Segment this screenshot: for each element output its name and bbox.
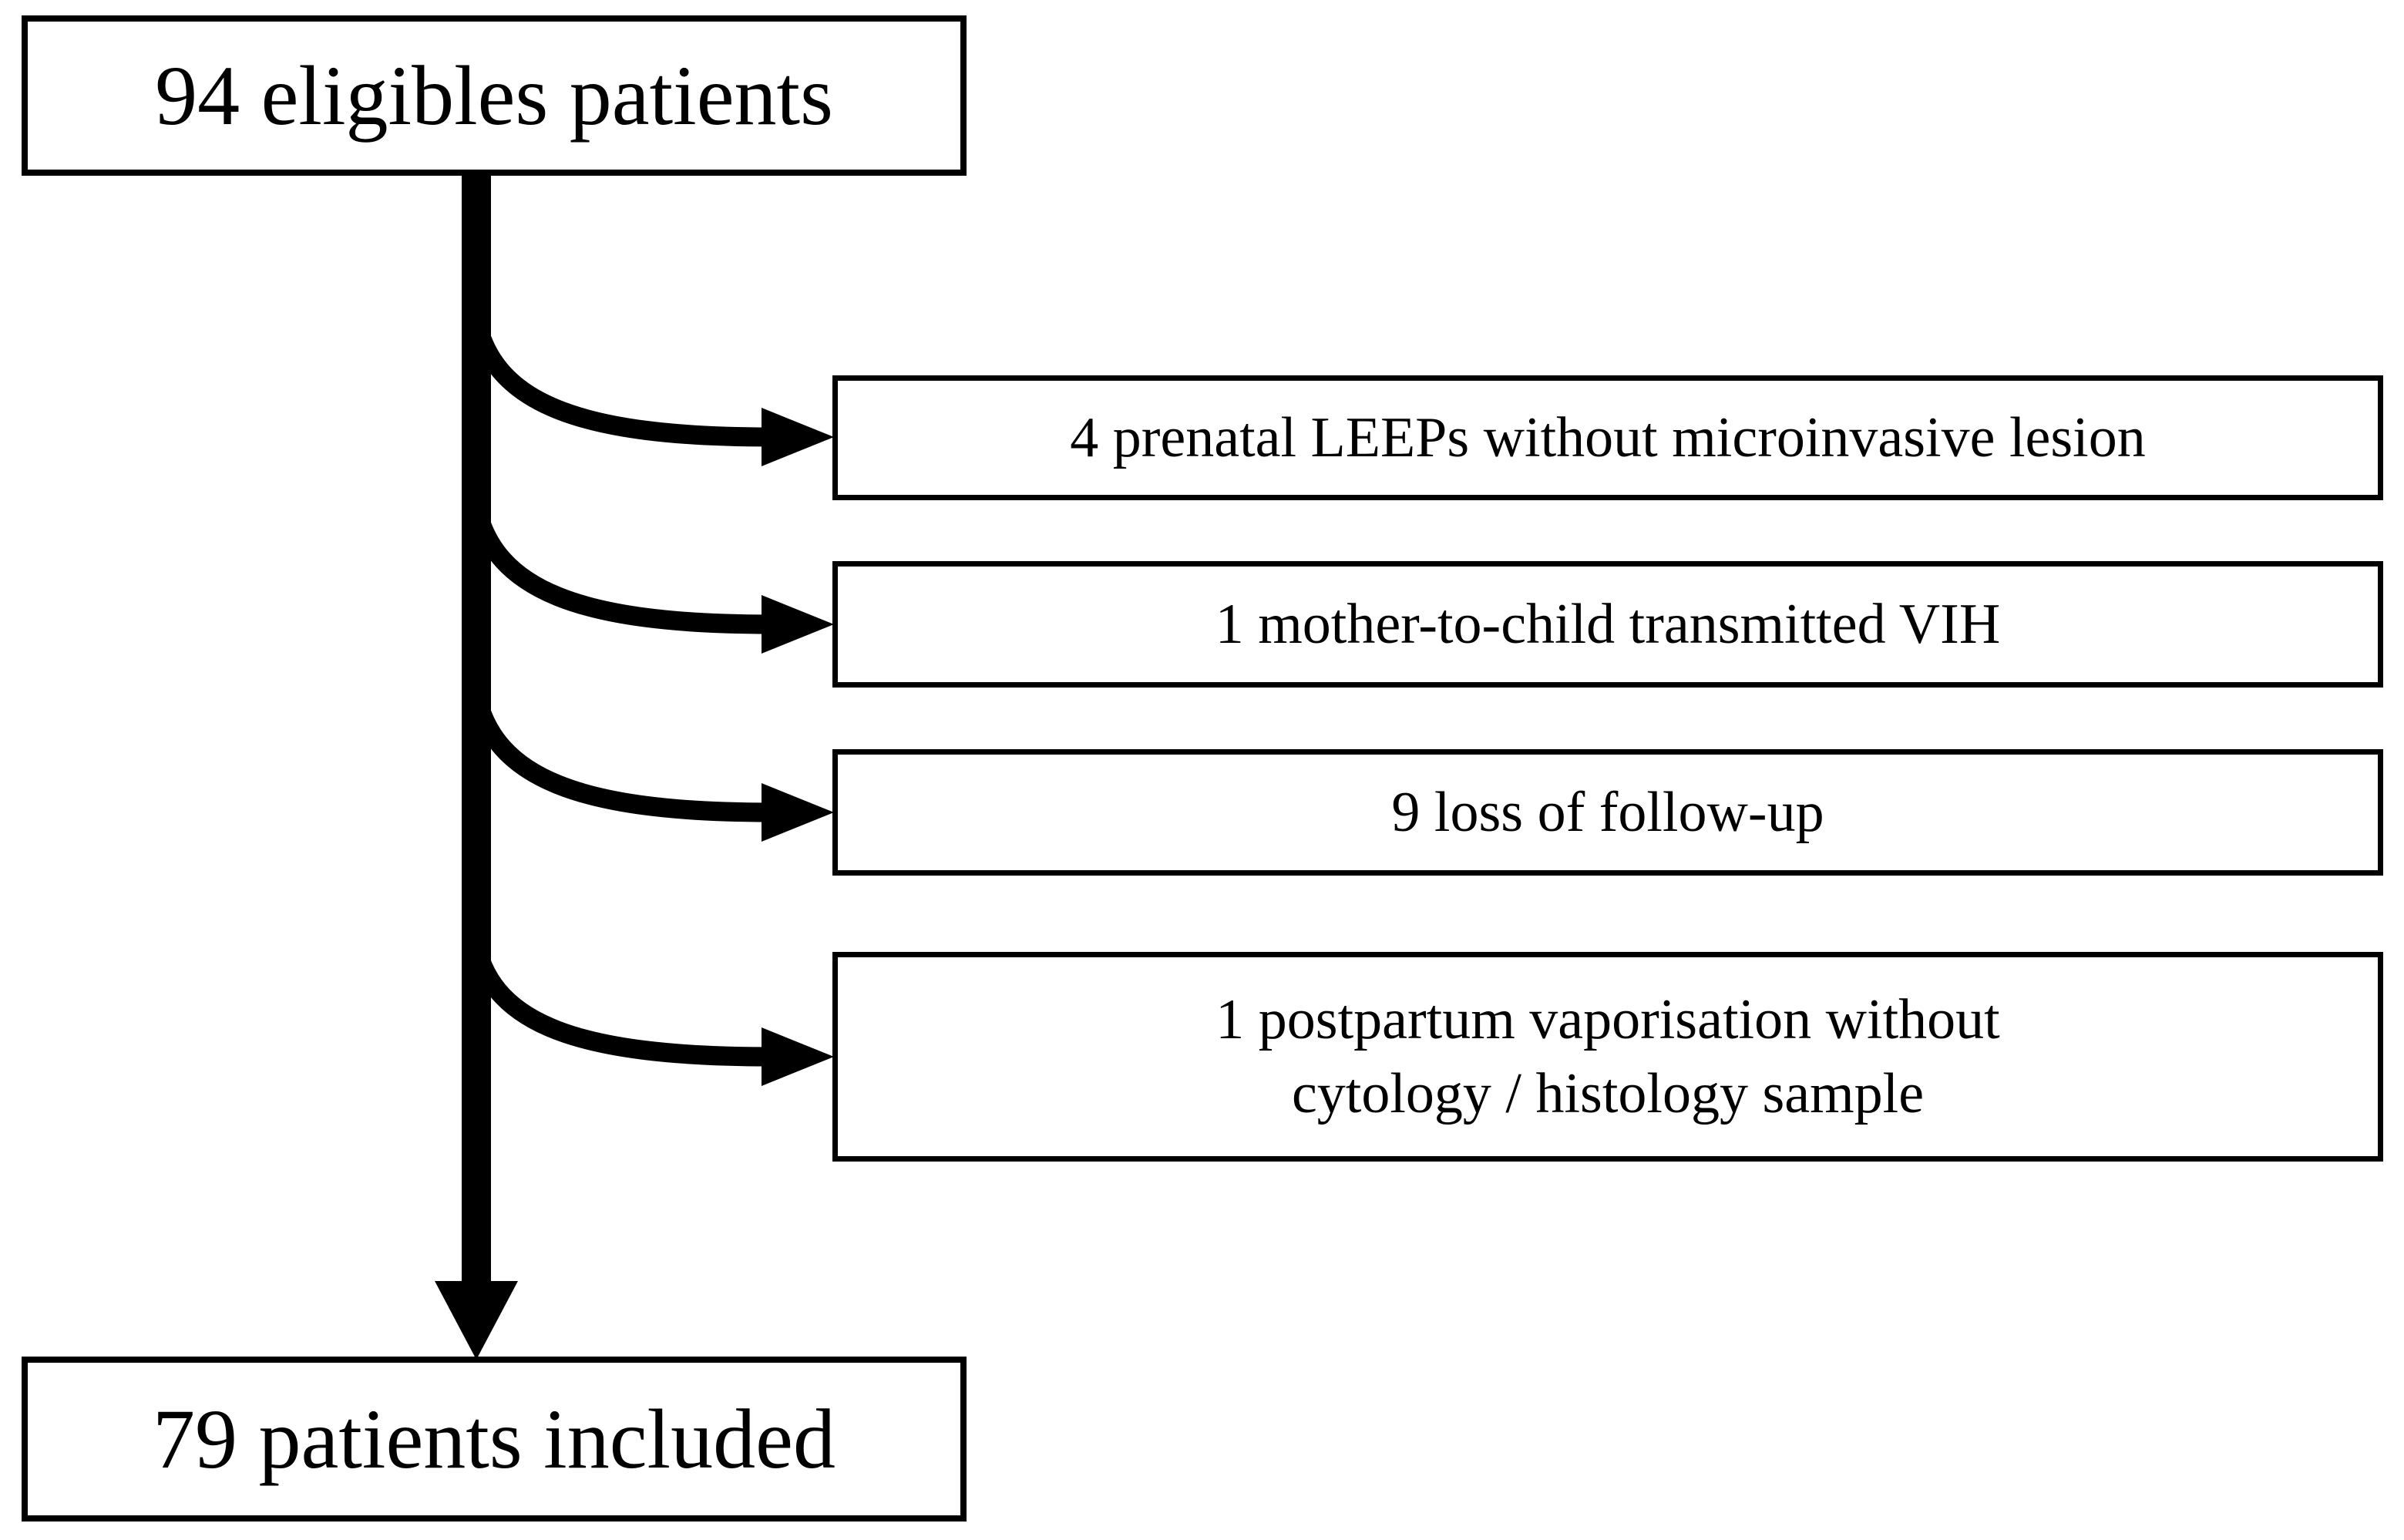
end-box: 79 patients included [22, 1357, 967, 1522]
start-box: 94 eligibles patients [22, 15, 967, 176]
branch-arrow-exclusion-1 [466, 318, 834, 466]
arrowhead-right-icon [762, 1027, 834, 1086]
exclusion-box-3-label: 9 loss of follow-up [1391, 780, 1824, 844]
branch-arrow-exclusion-3 [466, 693, 834, 842]
exclusion-box-4-label: 1 postpartum vaporisation without [1215, 987, 2000, 1051]
main-flow-arrow [435, 173, 518, 1360]
arrowhead-right-icon [762, 783, 834, 842]
exclusion-box-2-label: 1 mother-to-child transmitted VIH [1215, 592, 2001, 656]
arrowhead-right-icon [762, 408, 834, 466]
exclusion-box-3: 9 loss of follow-up [832, 749, 2383, 876]
arrowhead-down-icon [435, 1281, 518, 1360]
exclusion-box-1-label: 4 prenatal LEEPs without microinvasive l… [1070, 405, 2146, 469]
exclusion-box-4: 1 postpartum vaporisation without cytolo… [832, 952, 2383, 1162]
exclusion-box-2: 1 mother-to-child transmitted VIH [832, 561, 2383, 688]
exclusion-box-4-label-line2: cytology / histology sample [1291, 1062, 1925, 1125]
end-box-label: 79 patients included [153, 1391, 836, 1486]
branch-arrow-exclusion-2 [466, 505, 834, 654]
start-box-label: 94 eligibles patients [155, 48, 833, 143]
branch-arrow-exclusion-4 [466, 943, 834, 1086]
arrowhead-right-icon [762, 595, 834, 654]
exclusion-box-1: 4 prenatal LEEPs without microinvasive l… [832, 375, 2383, 500]
